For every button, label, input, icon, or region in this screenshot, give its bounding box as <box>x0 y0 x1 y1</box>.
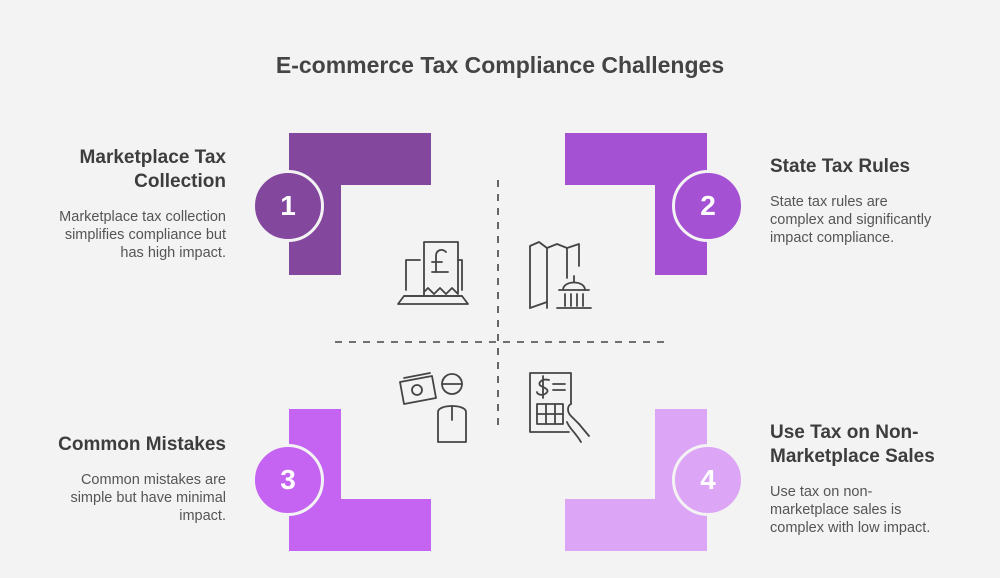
badge-4-number: 4 <box>700 464 716 495</box>
tax-document-hand-icon <box>527 370 603 446</box>
heading-3: Common Mistakes <box>20 433 226 457</box>
badge-3: 3 <box>252 444 324 516</box>
desc-4-line-2: marketplace sales is <box>770 502 902 518</box>
dashed-axes <box>335 180 665 430</box>
heading-1: Marketplace Tax Collection <box>20 146 226 194</box>
desc-4-line-3: complex with low impact. <box>770 520 931 536</box>
laptop-receipt-pound-icon <box>396 238 470 314</box>
desc-1-line-2: simplifies compliance but <box>64 227 226 243</box>
desc-1-line-3: has high impact. <box>120 245 226 261</box>
desc-1-line-1: Marketplace tax collection <box>59 209 226 225</box>
desc-3-line-3: impact. <box>179 508 226 524</box>
heading-1-line-1: Marketplace Tax <box>79 147 226 168</box>
desc-4-line-1: Use tax on non- <box>770 484 873 500</box>
quadrant-3-shape <box>289 409 431 551</box>
badge-2-number: 2 <box>700 190 716 221</box>
heading-4-line-1: Use Tax on Non- <box>770 422 919 443</box>
badge-4: 4 <box>672 444 744 516</box>
desc-2-line-2: complex and significantly <box>770 212 932 228</box>
desc-3-line-1: Common mistakes are <box>80 472 226 488</box>
heading-1-line-2: Collection <box>134 171 226 192</box>
badge-1-number: 1 <box>280 190 296 221</box>
badge-1: 1 <box>252 170 324 242</box>
desc-3: Common mistakes are simple but have mini… <box>20 471 226 525</box>
heading-3-line-1: Common Mistakes <box>58 434 226 455</box>
person-money-icon <box>396 368 470 446</box>
diagram-title: E-commerce Tax Compliance Challenges <box>275 52 725 78</box>
quadrant-4-shape <box>565 409 707 551</box>
heading-4-line-2: Marketplace Sales <box>770 446 935 467</box>
quadrant-2-shape <box>565 133 707 275</box>
desc-3-line-2: simple but have minimal <box>70 490 226 506</box>
desc-4: Use tax on non- marketplace sales is com… <box>770 483 990 537</box>
heading-4: Use Tax on Non- Marketplace Sales <box>770 421 990 469</box>
state-map-building-icon <box>527 240 603 312</box>
quadrant-1-shape <box>289 133 431 275</box>
desc-1: Marketplace tax collection simplifies co… <box>20 208 226 262</box>
heading-2-line-1: State Tax Rules <box>770 156 911 177</box>
desc-2-line-3: impact compliance. <box>770 230 895 246</box>
badge-3-number: 3 <box>280 464 296 495</box>
desc-2: State tax rules are complex and signific… <box>770 193 990 247</box>
desc-2-line-1: State tax rules are <box>770 194 888 210</box>
badge-2: 2 <box>672 170 744 242</box>
heading-2: State Tax Rules <box>770 155 990 179</box>
